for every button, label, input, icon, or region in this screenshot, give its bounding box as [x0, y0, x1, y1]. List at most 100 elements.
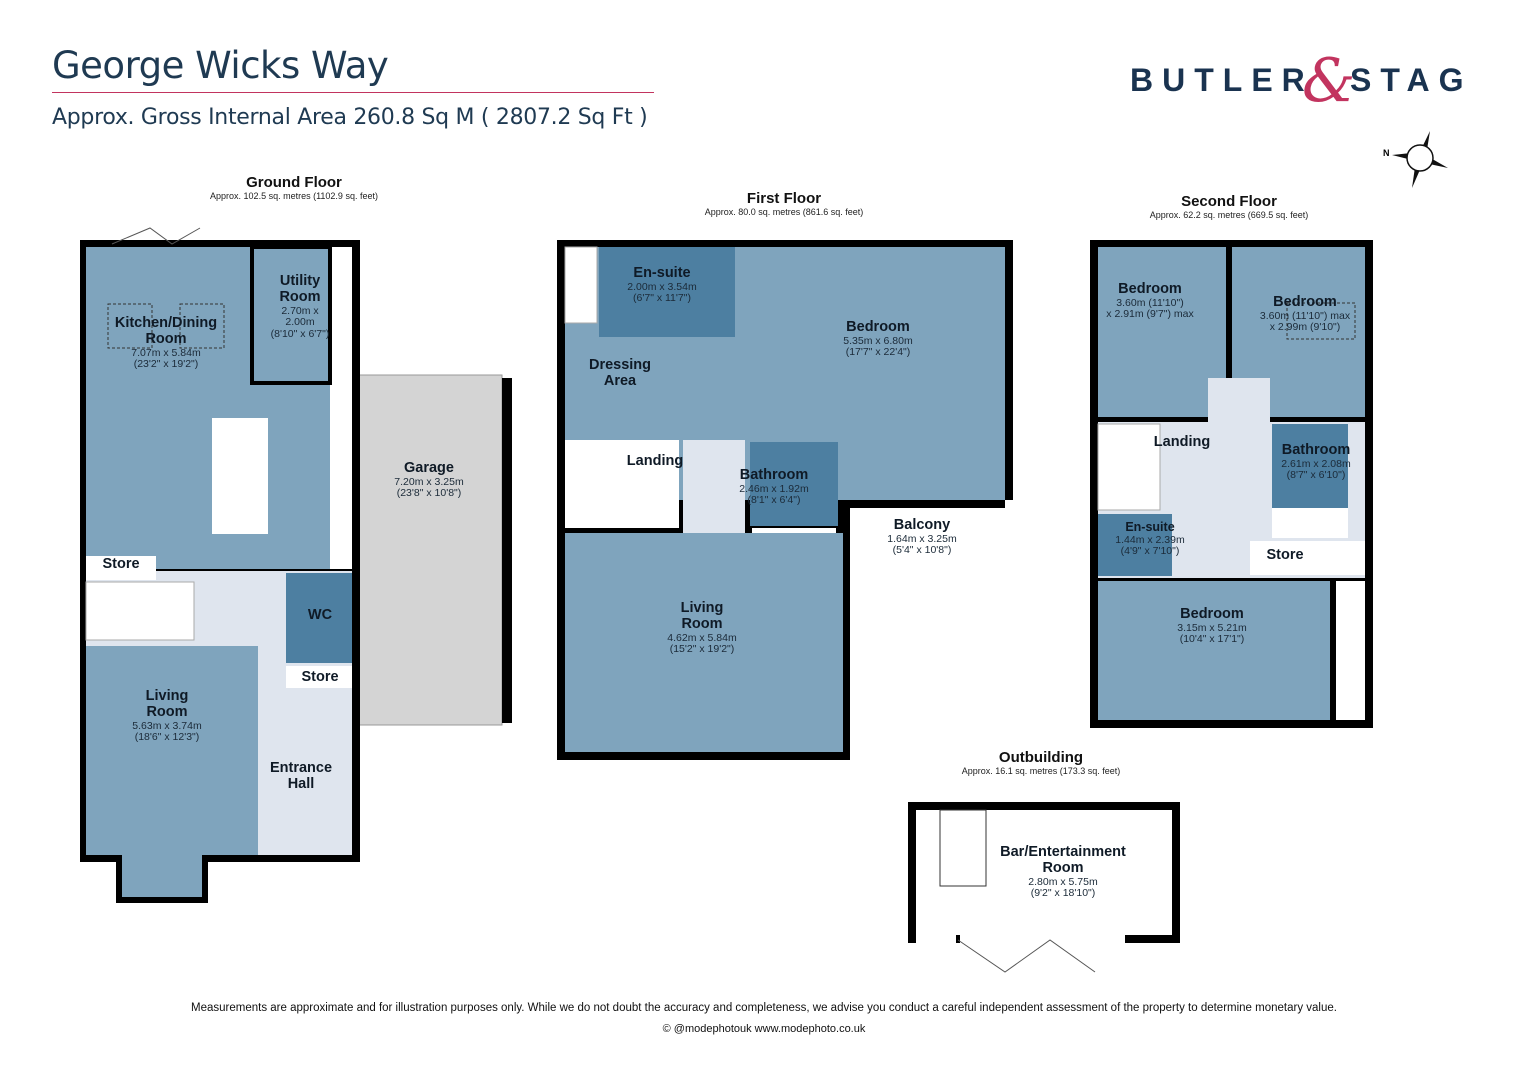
second-floor-plan — [1090, 240, 1373, 728]
room-imperial: (10'4" x 17'1") — [1179, 633, 1245, 646]
room-name: Bathroom — [1281, 442, 1351, 458]
room-living: Living Room 4.62m x 5.84m (15'2" x 19'2"… — [662, 600, 742, 656]
room-imperial: (6'7" x 11'7") — [633, 292, 691, 305]
floor-name: First Floor — [746, 190, 822, 207]
room-dims: 7.07m x 5.84m — [131, 346, 201, 359]
room-dims: 3.60m (11'10") max — [1259, 309, 1351, 322]
room-imperial: x 2.91m (9'7") max — [1106, 308, 1194, 321]
floor-area: Approx. 62.2 sq. metres (669.5 sq. feet) — [1149, 210, 1309, 220]
room-en-suite: En-suite 2.00m x 3.54m (6'7" x 11'7") — [627, 265, 697, 305]
room-dims: 5.35m x 6.80m — [843, 334, 913, 347]
room-landing: Landing — [1153, 434, 1211, 451]
room-name: En-suite — [633, 265, 691, 281]
room-en-suite: En-suite 1.44m x 2.39m (4'9" x 7'10") — [1115, 520, 1185, 558]
room-store: Store — [301, 669, 339, 686]
room-bedroom: Bedroom 3.60m (11'10") max x 2.99m (9'10… — [1259, 294, 1351, 334]
room-garage: Garage 7.20m x 3.25m (23'8" x 10'8") — [394, 460, 464, 500]
room-bar-entertainment: Bar/Entertainment Room 2.80m x 5.75m (9'… — [993, 844, 1133, 900]
outbuilding-heading: Outbuilding Approx. 16.1 sq. metres (173… — [962, 749, 1121, 776]
room-name: Garage — [404, 460, 454, 476]
room-bathroom: Bathroom 2.46m x 1.92m (8'1" x 6'4") — [739, 467, 809, 507]
room-name: Living Room — [145, 688, 189, 720]
first-floor-heading: First Floor Approx. 80.0 sq. metres (861… — [705, 190, 864, 217]
compass-north-label: N — [1383, 148, 1390, 158]
room-living: Living Room 5.63m x 3.74m (18'6" x 12'3"… — [127, 688, 207, 744]
room-entrance-hall: Entrance Hall — [261, 760, 341, 793]
room-name: Bedroom — [1180, 606, 1244, 622]
room-imperial: (5'4" x 10'8") — [892, 544, 952, 557]
room-imperial: (17'7" x 22'4") — [845, 346, 911, 359]
logo-word-left: BUTLER — [1130, 62, 1314, 98]
room-name: Store — [102, 556, 140, 572]
room-name: Entrance Hall — [269, 760, 333, 792]
room-dims: 2.80m x 5.75m — [1028, 875, 1098, 888]
first-floor-plan — [557, 240, 1013, 760]
property-title: George Wicks Way — [52, 44, 389, 87]
photo-credit: © @modephotouk www.modephoto.co.uk — [662, 1023, 866, 1035]
room-name: Store — [301, 669, 339, 685]
room-store: Store — [102, 556, 140, 573]
room-name: Balcony — [893, 517, 951, 533]
logo-word-right: STAG — [1350, 62, 1473, 98]
room-name: Bedroom — [1273, 294, 1337, 310]
room-name: Landing — [1153, 434, 1211, 450]
garage-area — [357, 374, 503, 726]
room-imperial: (23'8" x 10'8") — [396, 487, 462, 500]
butler-stag-logo: BUTLER & STAG — [1130, 46, 1475, 116]
room-name: Utility Room — [279, 273, 321, 305]
compass-icon: N — [1383, 131, 1448, 188]
room-imperial: (8'1" x 6'4") — [747, 494, 801, 507]
room-bathroom: Bathroom 2.61m x 2.08m (8'7" x 6'10") — [1281, 442, 1351, 482]
room-dims: 5.63m x 3.74m — [132, 719, 202, 732]
room-store: Store — [1266, 547, 1304, 564]
second-floor-heading: Second Floor Approx. 62.2 sq. metres (66… — [1150, 193, 1309, 220]
room-name: Bedroom — [846, 319, 910, 335]
outbuilding-plan — [908, 802, 1180, 973]
room-dims: 3.15m x 5.21m — [1177, 621, 1247, 634]
room-landing: Landing — [626, 453, 684, 470]
logo-ampersand: & — [1302, 46, 1356, 116]
room-bedroom: Bedroom 5.35m x 6.80m (17'7" x 22'4") — [843, 319, 913, 359]
room-dims: 1.44m x 2.39m — [1115, 533, 1185, 546]
room-kitchen-dining: Kitchen/Dining Room 7.07m x 5.84m (23'2"… — [111, 315, 221, 371]
room-name: Landing — [626, 453, 684, 469]
ground-floor-plan — [80, 227, 512, 903]
room-dims: 4.62m x 5.84m — [667, 631, 737, 644]
room-balcony: Balcony 1.64m x 3.25m (5'4" x 10'8") — [887, 517, 957, 557]
room-dressing-area: Dressing Area — [580, 357, 660, 390]
room-imperial: (8'10" x 6'7") — [270, 327, 330, 340]
floor-area: Approx. 80.0 sq. metres (861.6 sq. feet) — [704, 207, 864, 217]
room-imperial: (23'2" x 19'2") — [133, 358, 199, 371]
room-dims: 7.20m x 3.25m — [394, 475, 464, 488]
room-dims: 1.64m x 3.25m — [887, 532, 957, 545]
room-wc: WC — [308, 607, 332, 624]
room-name: Dressing Area — [588, 357, 652, 389]
floor-name: Second Floor — [1181, 193, 1277, 210]
room-name: Bedroom — [1118, 281, 1182, 297]
room-utility: Utility Room 2.70m x 2.00m (8'10" x 6'7"… — [270, 273, 330, 341]
room-dims: 3.60m (11'10") — [1116, 296, 1184, 309]
room-imperial: (18'6" x 12'3") — [134, 731, 200, 744]
room-imperial: (4'9" x 7'10") — [1120, 545, 1180, 558]
room-dims: 2.46m x 1.92m — [739, 482, 809, 495]
room-name: Store — [1266, 547, 1304, 563]
floor-area: Approx. 16.1 sq. metres (173.3 sq. feet) — [961, 766, 1121, 776]
room-bedroom: Bedroom 3.60m (11'10") x 2.91m (9'7") ma… — [1106, 281, 1194, 321]
title-divider — [52, 92, 654, 93]
room-name: Bar/Entertainment Room — [1000, 844, 1126, 876]
room-imperial: x 2.99m (9'10") — [1269, 321, 1341, 334]
room-imperial: (9'2" x 18'10") — [1030, 887, 1096, 900]
gross-area: Approx. Gross Internal Area 260.8 Sq M (… — [52, 105, 648, 130]
floor-name: Outbuilding — [998, 749, 1084, 766]
room-bedroom: Bedroom 3.15m x 5.21m (10'4" x 17'1") — [1177, 606, 1247, 646]
room-name: En-suite — [1125, 520, 1175, 534]
floor-area: Approx. 102.5 sq. metres (1102.9 sq. fee… — [210, 191, 378, 201]
room-dims: 2.00m x 3.54m — [627, 280, 697, 293]
room-name: Living Room — [680, 600, 724, 632]
disclaimer: Measurements are approximate and for ill… — [191, 1002, 1337, 1014]
room-name: Bathroom — [739, 467, 809, 483]
room-imperial: (8'7" x 6'10") — [1286, 469, 1346, 482]
room-dims: 2.61m x 2.08m — [1281, 457, 1351, 470]
room-imperial: (15'2" x 19'2") — [669, 643, 735, 656]
